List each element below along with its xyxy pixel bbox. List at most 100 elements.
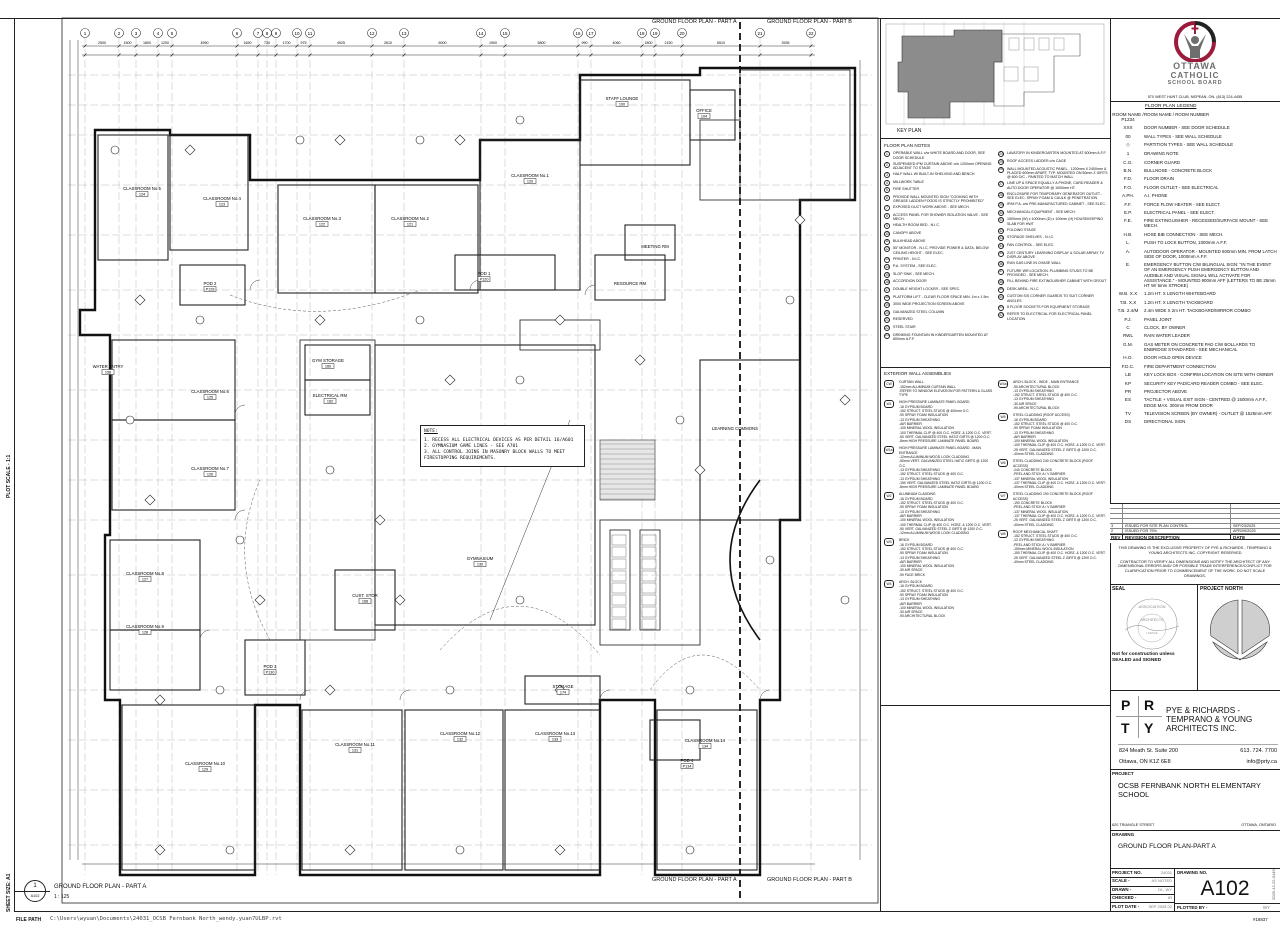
legend-symbol: B.N. xyxy=(1123,167,1133,173)
room-number-box xyxy=(615,101,629,107)
grid-bubble xyxy=(399,28,409,38)
wall-assembly-line: -152 STRUCT. STEEL STUDS @ 400 O.C. xyxy=(1013,393,1078,398)
note-text: ENCLOSURE FOR TEMPORARY GENERATOR OUTLET… xyxy=(1007,191,1103,201)
room-number-box xyxy=(403,221,417,227)
wall-assembly-line: -30 AIR SPACE xyxy=(1013,401,1037,406)
dimension-tick xyxy=(653,53,657,57)
room-number: P134 xyxy=(683,765,692,769)
note-number-bubble: 3 xyxy=(884,172,890,179)
interior-partition xyxy=(699,119,741,201)
grid-bubble xyxy=(131,28,141,38)
legend-item: G.M.GAS METER ON CONCRETE PAD C/W BOLLAR… xyxy=(1112,342,1278,352)
note-text: FILL BEHIND FIRE EXTINGUISHER CABINET WI… xyxy=(1007,279,1107,283)
toilet-stall xyxy=(641,534,657,546)
room-number: 131 xyxy=(352,749,358,753)
note-number-bubble: 27 xyxy=(998,181,1004,188)
room-name: CLASSROOM No.8 xyxy=(126,571,164,576)
note-text: ROOF ACCESS LADDER c/w CAGE xyxy=(1007,159,1067,163)
note-number-bubble: 4 xyxy=(884,179,890,186)
room-number: 168 xyxy=(362,600,368,604)
dimension-label: 990 xyxy=(582,41,588,45)
wall-assembly-line: -90 FACE BRICK xyxy=(899,572,926,577)
legend-symbol: H.O. xyxy=(1123,355,1133,361)
wall-assembly-line: STEEL CLADDING (ROOF ACCESS) xyxy=(1013,413,1070,418)
dimension-tick xyxy=(295,53,299,57)
dimension-label: 5800 xyxy=(538,41,546,45)
wall-assembly-line: -12mm ALUMINUM WOOD LOOK CLADDING xyxy=(899,455,970,460)
legend-description: DOOR HOLD OPEN DEVICE xyxy=(1144,355,1202,361)
grid-bubble xyxy=(500,28,510,38)
dimension-label: 4990 xyxy=(201,41,209,45)
wall-assembly-line: -152 STRUCT. STEEL STUDS @ 400mm O.C. xyxy=(899,409,970,414)
door-tag xyxy=(195,315,205,325)
note-number-bubble: 20 xyxy=(884,309,890,316)
project-number-label: PROJECT NO. xyxy=(1112,870,1142,875)
wall-assembly-line: -13 GYPSUM SHEATHING xyxy=(1013,430,1055,435)
room-number-box xyxy=(473,561,487,567)
note-number-bubble: 14 xyxy=(884,264,890,271)
revision-date: APR/09/2025 xyxy=(1230,529,1280,533)
wall-assembly-line: -90 ARCHITECTURAL BLOCK xyxy=(1013,406,1060,411)
room-name: CLASSROOM No.1 xyxy=(511,173,549,178)
legend-symbol: E. xyxy=(1125,262,1131,268)
dimension-label: 1700 xyxy=(283,41,291,45)
dimension-tick xyxy=(640,53,644,57)
operable-wall-track xyxy=(649,654,761,691)
room-number-box xyxy=(215,201,229,207)
legend-description: CLOCK, BY OWNER xyxy=(1144,325,1186,331)
partition-type-tag xyxy=(839,394,851,406)
door-tag xyxy=(515,115,525,125)
legend-description: TELEVISION SCREEN (BY OWNER) - OUTLET @ … xyxy=(1144,410,1273,416)
wall-type-tag: W8 xyxy=(998,529,1008,538)
door-tag xyxy=(515,595,525,605)
wall-assembly-line: -90 SPRAY FOAM INSULATION xyxy=(899,413,948,418)
legend-description: PARTITION TYPES - SEE WALL SCHEDULE xyxy=(1144,141,1234,147)
note-text: FAN CONTROL - SEE ELEC. xyxy=(1007,243,1055,247)
room-name: CLASSROOM No.6 xyxy=(191,389,229,394)
drawn-by: DL, WY xyxy=(1158,886,1172,892)
toilet-stall xyxy=(641,594,657,606)
grid-bubble xyxy=(806,28,816,38)
legend-symbol: RWL xyxy=(1122,333,1134,339)
note-text: P.A. SYSTEM - SEE ELEC. xyxy=(893,264,937,269)
note-number-bubble: 17 xyxy=(884,286,890,293)
interior-partition xyxy=(299,339,376,641)
room-name: CLASSROOM No.4 xyxy=(203,196,241,201)
note-text: 21ST CENTURY LEARNING DISPLAY & SOLAR AR… xyxy=(1007,250,1104,259)
sheet-reference: #18837 xyxy=(1253,917,1268,922)
toilet-stall xyxy=(611,558,627,570)
room-outline xyxy=(699,359,801,521)
scale: AS NOTED xyxy=(1151,878,1172,884)
client-name: OTTAWA CATHOLIC SCHOOL BOARD xyxy=(1110,62,1280,87)
room-name: CLASSROOM No.13 xyxy=(535,731,576,736)
legend-item: H.O. DOOR HOLD OPEN DEVICE xyxy=(1112,355,1278,360)
legend-description: PANEL JOINT xyxy=(1144,316,1172,322)
partition-type-tag xyxy=(344,844,356,856)
dimension-tick xyxy=(576,44,580,48)
note-number-bubble: 30 xyxy=(998,209,1004,216)
dimension-tick xyxy=(235,53,239,57)
legend-symbol: G.M. xyxy=(1123,341,1133,347)
partition-type-tag xyxy=(794,214,806,226)
note-text: PRINTER - N.I.C. xyxy=(893,256,922,261)
plan-notes-title: NOTE: xyxy=(424,429,438,434)
legend-description: WALL TYPES - SEE WALL SCHEDULE xyxy=(1144,133,1222,139)
key-plan-label: KEY PLAN xyxy=(897,128,922,134)
legend-description: FLOOR DRAIN xyxy=(1144,176,1175,182)
note-text: 8 FLOOR SOCKETS FOR EQUIPMENT STORAGE xyxy=(1007,304,1090,309)
svg-text:ASSOCIATION: ASSOCIATION xyxy=(1138,604,1165,609)
